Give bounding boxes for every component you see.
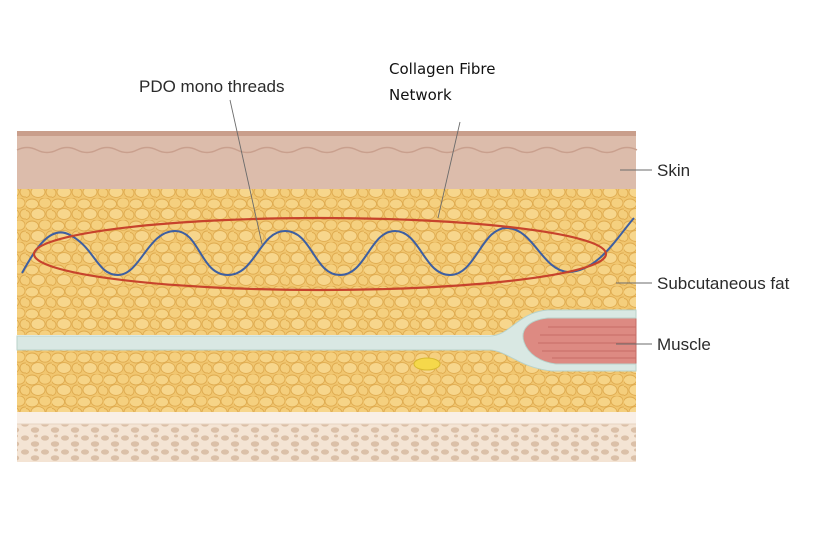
- muscle-tissue: [522, 317, 637, 365]
- label-pdo-threads: PDO mono threads: [139, 77, 285, 96]
- pdo-leader-line: [229, 99, 263, 245]
- epidermis-wave: [16, 146, 638, 154]
- skin-surface: [17, 131, 636, 136]
- fascia-band: [16, 309, 637, 372]
- deep-tissue-layer: [17, 424, 636, 462]
- skin-layer: [17, 131, 636, 191]
- label-collagen-line2: Network: [389, 86, 452, 104]
- label-collagen-line1: Collagen Fibre: [389, 60, 496, 78]
- subcutaneous-fat-layer: [17, 189, 636, 335]
- label-skin: Skin: [657, 161, 690, 180]
- muscle-fibres: [538, 326, 636, 359]
- layer-gap: [17, 412, 636, 424]
- pdo-mono-thread: [21, 217, 635, 277]
- label-subcutaneous-fat: Subcutaneous fat: [657, 274, 790, 293]
- label-muscle: Muscle: [657, 335, 711, 354]
- fat-nodule: [413, 357, 441, 371]
- collagen-leader-line: [437, 121, 461, 219]
- collagen-fibre-ellipse: [32, 216, 608, 292]
